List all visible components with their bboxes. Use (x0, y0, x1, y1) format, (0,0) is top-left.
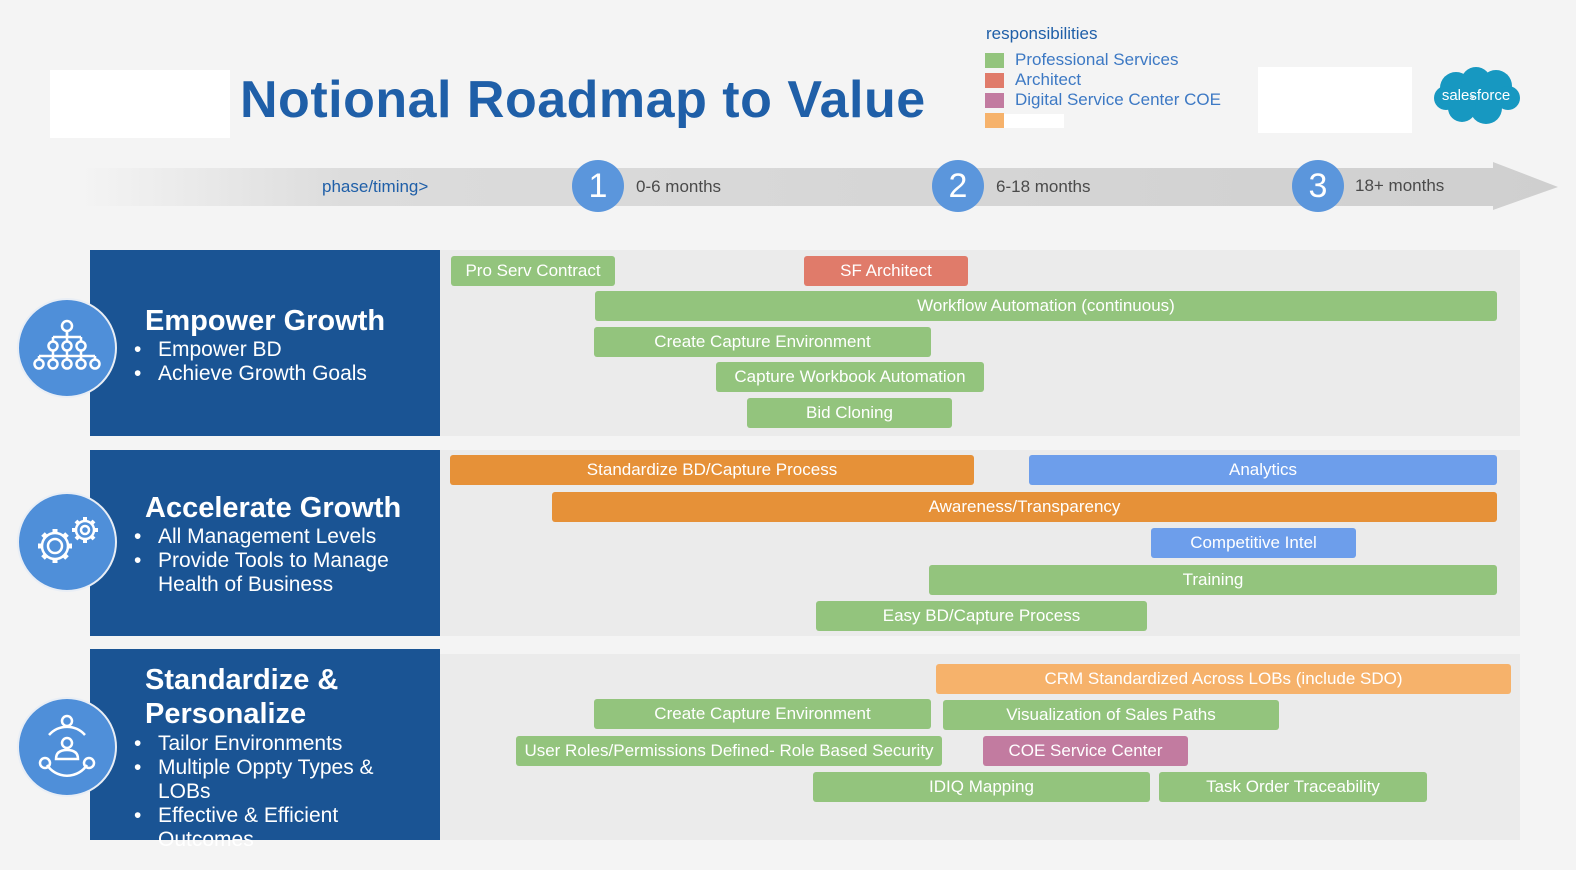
phase-3-label: 18+ months (1355, 176, 1445, 195)
legend-item (985, 110, 1221, 130)
bar-coe-service-center: COE Service Center (983, 736, 1188, 766)
legend-swatch (985, 53, 1004, 69)
row-2-bullets: All Management Levels Provide Tools to M… (134, 525, 424, 597)
bar-user-roles-permissions: User Roles/Permissions Defined- Role Bas… (516, 736, 942, 766)
salesforce-logo-text: salesforce (1442, 87, 1510, 104)
bar-bid-cloning: Bid Cloning (747, 398, 952, 428)
legend-swatch (985, 113, 1004, 129)
bar-easy-bd-capture: Easy BD/Capture Process (816, 601, 1147, 631)
bullet-item: Tailor Environments (134, 732, 424, 756)
legend-swatch (985, 93, 1004, 109)
org-chart-icon (17, 298, 117, 398)
phase-2-badge: 2 (932, 160, 984, 212)
bullet-item: Effective & Efficient Outcomes (134, 804, 348, 852)
legend: Professional Services Architect Digital … (985, 50, 1221, 130)
phase-1-badge: 1 (572, 160, 624, 212)
row-3-heading: Standardize & Personalize (145, 664, 339, 730)
phase-3-badge: 3 (1292, 160, 1344, 212)
bar-idiq-mapping: IDIQ Mapping (813, 772, 1150, 802)
bar-visualization-sales-paths: Visualization of Sales Paths (943, 700, 1279, 730)
legend-item: Architect (985, 70, 1221, 90)
bar-training: Training (929, 565, 1497, 595)
row-1-heading: Empower Growth (145, 305, 386, 337)
bar-analytics: Analytics (1029, 455, 1497, 485)
bullet-item: Achieve Growth Goals (134, 362, 424, 386)
bullet-item: Multiple Oppty Types & LOBs (134, 756, 424, 804)
user-network-icon (17, 697, 117, 797)
gears-icon (17, 492, 117, 592)
row-3-bullets: Tailor Environments Multiple Oppty Types… (134, 732, 424, 852)
salesforce-logo: salesforce (1432, 66, 1524, 128)
bar-create-capture-environment: Create Capture Environment (594, 327, 931, 357)
bullet-item: Empower BD (134, 338, 424, 362)
legend-swatch (985, 73, 1004, 89)
legend-title: responsibilities (986, 24, 1098, 43)
legend-item: Digital Service Center COE (985, 90, 1221, 110)
timeline-arrow (80, 160, 1560, 214)
bar-pro-serv-contract: Pro Serv Contract (451, 256, 615, 286)
phase-timing-label: phase/timing> (322, 177, 429, 196)
bar-competitive-intel: Competitive Intel (1151, 528, 1356, 558)
bar-sf-architect: SF Architect (804, 256, 968, 286)
row-2-heading: Accelerate Growth (145, 492, 402, 524)
bar-standardize-bd-capture: Standardize BD/Capture Process (450, 455, 974, 485)
bullet-item: All Management Levels (134, 525, 424, 549)
page-title: Notional Roadmap to Value (240, 71, 926, 129)
logo-placeholder-left (50, 70, 230, 138)
legend-redacted-label (1004, 113, 1064, 128)
bar-task-order-traceability: Task Order Traceability (1159, 772, 1427, 802)
bar-capture-workbook-automation: Capture Workbook Automation (716, 362, 984, 392)
bar-awareness-transparency: Awareness/Transparency (552, 492, 1497, 522)
bar-workflow-automation: Workflow Automation (continuous) (595, 291, 1497, 321)
phase-1-label: 0-6 months (636, 177, 722, 196)
logo-placeholder-right (1258, 67, 1412, 133)
bullet-item: Provide Tools to Manage Health of Busine… (134, 549, 424, 597)
bar-create-capture-environment-2: Create Capture Environment (594, 699, 931, 729)
legend-label: Architect (1015, 70, 1082, 89)
bar-crm-standardized: CRM Standardized Across LOBs (include SD… (936, 664, 1511, 694)
legend-item: Professional Services (985, 50, 1221, 70)
row-1-bullets: Empower BD Achieve Growth Goals (134, 338, 424, 386)
legend-label: Professional Services (1015, 50, 1179, 69)
legend-label: Digital Service Center COE (1015, 90, 1221, 109)
phase-2-label: 6-18 months (996, 177, 1091, 196)
